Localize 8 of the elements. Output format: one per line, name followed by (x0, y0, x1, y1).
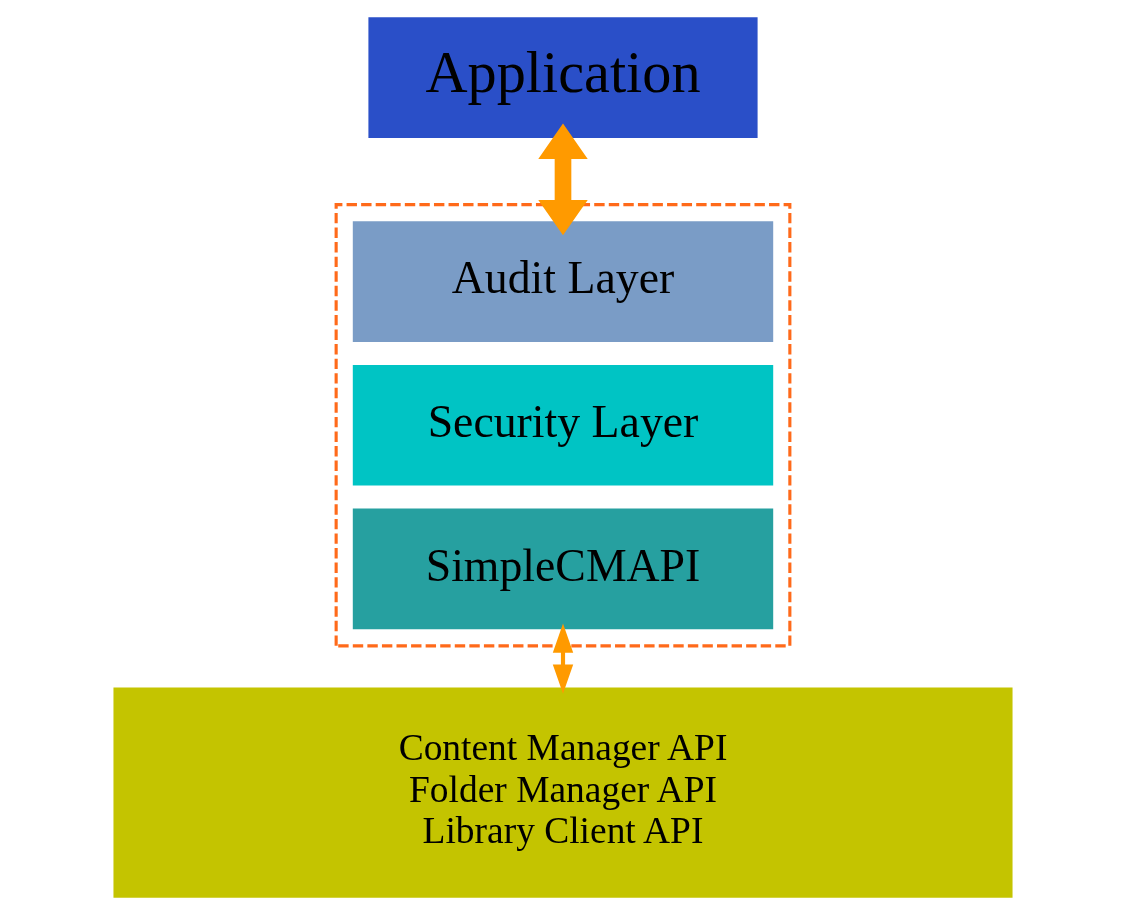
cluster (334, 202, 791, 647)
node-box: Security Layer (352, 364, 773, 486)
arrow (552, 622, 573, 694)
node-box: Audit Layer (352, 220, 773, 342)
node-box: Content Manager API Folder Manager API Library Client API (112, 686, 1013, 898)
node-box: SimpleCMAPI (352, 508, 773, 629)
node-box: Application (367, 16, 758, 138)
arrow (537, 123, 588, 235)
